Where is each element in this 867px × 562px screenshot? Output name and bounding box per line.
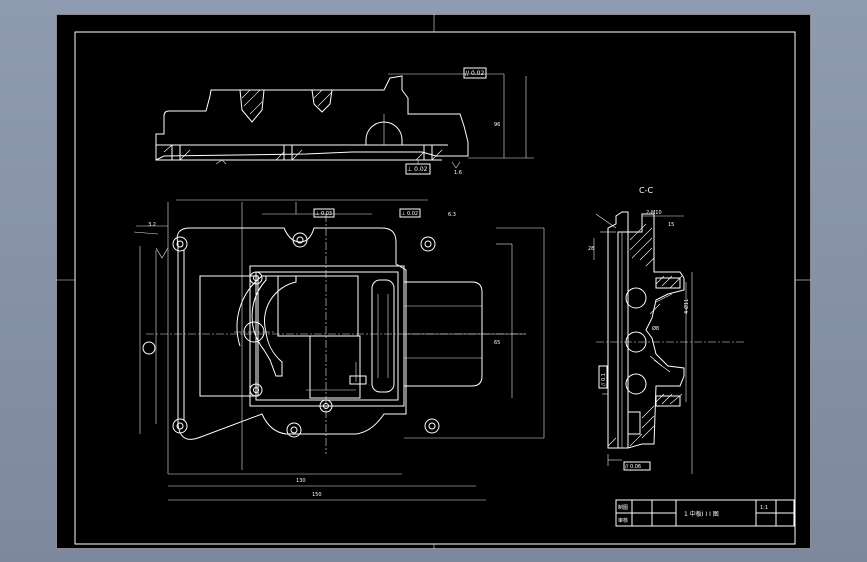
dim-7-label: 2-M10 — [646, 210, 662, 216]
outer-border — [56, 14, 811, 549]
plan-dimensions — [139, 199, 545, 501]
drawing-sheet: // 0.02 ⊥ 0.02 96 1.6 — [56, 14, 811, 549]
title-cell-a: 制图 — [618, 504, 628, 511]
dim-5-label: 28 — [588, 246, 594, 252]
plan-view: ⊥ 0.03 ⊥ 0.02 65 150 130 3.2 6.3 — [133, 199, 545, 501]
dim-2-label: 65 — [494, 340, 500, 346]
side-note-label: 4-Ø11 — [683, 299, 690, 314]
section-c-c: C-C 28 — [588, 186, 746, 474]
tol-bottom-label: ⊥ 0.02 — [407, 166, 428, 173]
rough-plan-label: 3.2 — [148, 222, 156, 228]
dim-8-label: Ø8 — [652, 325, 659, 332]
tol-side-2-label: // 0.06 — [625, 464, 641, 470]
dim-height-label: 96 — [494, 122, 500, 128]
tol-side-1-label: // 0.1 — [601, 373, 607, 386]
drawing-name: 1 中板I I I 图 — [684, 510, 719, 518]
rough-top-label: 1.6 — [454, 170, 462, 176]
tol-d-label: ⊥ 0.02 — [401, 211, 418, 217]
dim-4-label: 130 — [296, 478, 306, 484]
cad-drawing: // 0.02 ⊥ 0.02 96 1.6 — [56, 14, 811, 549]
tol-c-label: ⊥ 0.03 — [315, 211, 332, 217]
scale-value: 1:1 — [760, 505, 768, 511]
section-dimensions — [593, 213, 693, 474]
title-cell-b: 审核 — [618, 517, 628, 524]
rough-plan-label-2: 6.3 — [448, 212, 456, 218]
inner-border — [74, 31, 796, 545]
tol-top-label: // 0.02 — [465, 70, 484, 77]
dim-3-label: 150 — [312, 492, 322, 498]
front-elevation: // 0.02 ⊥ 0.02 96 1.6 — [155, 67, 534, 176]
title-block: 制图 审核 1 中板I I I 图 1:1 — [615, 499, 795, 527]
frame-center-marks — [56, 14, 811, 549]
dim-6-label: 15 — [668, 222, 674, 228]
section-label: C-C — [639, 186, 653, 195]
